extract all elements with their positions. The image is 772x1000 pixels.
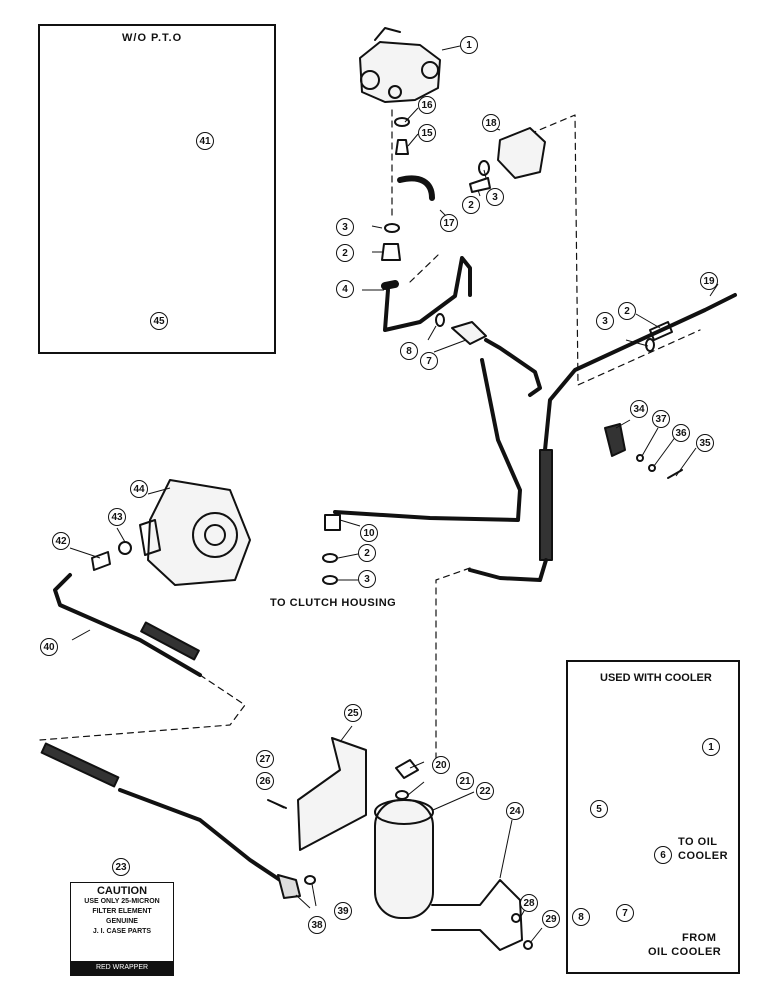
callout-3a: 3 [486, 188, 504, 206]
callout-41: 41 [196, 132, 214, 150]
callout-38: 38 [308, 916, 326, 934]
cooler-panel [566, 660, 740, 974]
callout-16: 16 [418, 96, 436, 114]
filter-canister-part [374, 799, 434, 919]
cooler-title: USED WITH COOLER [600, 672, 712, 684]
callout-10: 10 [360, 524, 378, 542]
callout-8b: 8 [572, 908, 590, 926]
callout-26: 26 [256, 772, 274, 790]
callout-2b: 2 [336, 244, 354, 262]
callout-2a: 2 [462, 196, 480, 214]
caution-label: CAUTION USE ONLY 25-MICRON FILTER ELEMEN… [70, 882, 174, 976]
caution-line-3: GENUINE [106, 918, 138, 925]
callout-7b: 7 [616, 904, 634, 922]
caution-band: RED WRAPPER [71, 961, 173, 975]
callout-25: 25 [344, 704, 362, 722]
callout-19: 19 [700, 272, 718, 290]
callout-3c: 3 [596, 312, 614, 330]
callout-34: 34 [630, 400, 648, 418]
callout-40: 40 [40, 638, 58, 656]
valve-body-part [359, 27, 441, 103]
from-cooler-label-2: OIL COOLER [648, 946, 722, 958]
callout-43: 43 [108, 508, 126, 526]
callout-27: 27 [256, 750, 274, 768]
to-cooler-label-2: COOLER [678, 850, 729, 862]
callout-4: 4 [336, 280, 354, 298]
callout-3b: 3 [336, 218, 354, 236]
callout-5: 5 [590, 800, 608, 818]
callout-39: 39 [334, 902, 352, 920]
callout-2d: 2 [358, 544, 376, 562]
callout-22: 22 [476, 782, 494, 800]
callout-45: 45 [150, 312, 168, 330]
callout-15: 15 [418, 124, 436, 142]
callout-8a: 8 [400, 342, 418, 360]
callout-42: 42 [52, 532, 70, 550]
callout-18: 18 [482, 114, 500, 132]
wo-pto-panel [38, 24, 276, 354]
callout-1: 1 [460, 36, 478, 54]
callout-17: 17 [440, 214, 458, 232]
caution-line-2: FILTER ELEMENT [92, 908, 152, 915]
caution-title: CAUTION [96, 885, 148, 897]
callout-44: 44 [130, 480, 148, 498]
callout-21: 21 [456, 772, 474, 790]
callout-35: 35 [696, 434, 714, 452]
callout-37: 37 [652, 410, 670, 428]
callout-1b: 1 [702, 738, 720, 756]
caution-line-1: USE ONLY 25-MICRON [84, 898, 160, 905]
caution-line-4: J. I. CASE PARTS [92, 928, 152, 935]
callout-3d: 3 [358, 570, 376, 588]
callout-2c: 2 [618, 302, 636, 320]
to-cooler-label-1: TO OIL [678, 836, 718, 848]
callout-6: 6 [654, 846, 672, 864]
hydraulic-pump-part [139, 479, 251, 586]
wo-pto-title: W/O P.T.O [122, 32, 183, 44]
callout-23: 23 [112, 858, 130, 876]
from-cooler-label-1: FROM [682, 932, 717, 944]
callout-28: 28 [520, 894, 538, 912]
callout-36: 36 [672, 424, 690, 442]
callout-29: 29 [542, 910, 560, 928]
clutch-housing-label: TO CLUTCH HOUSING [270, 597, 397, 609]
callout-7a: 7 [420, 352, 438, 370]
callout-20: 20 [432, 756, 450, 774]
callout-24: 24 [506, 802, 524, 820]
